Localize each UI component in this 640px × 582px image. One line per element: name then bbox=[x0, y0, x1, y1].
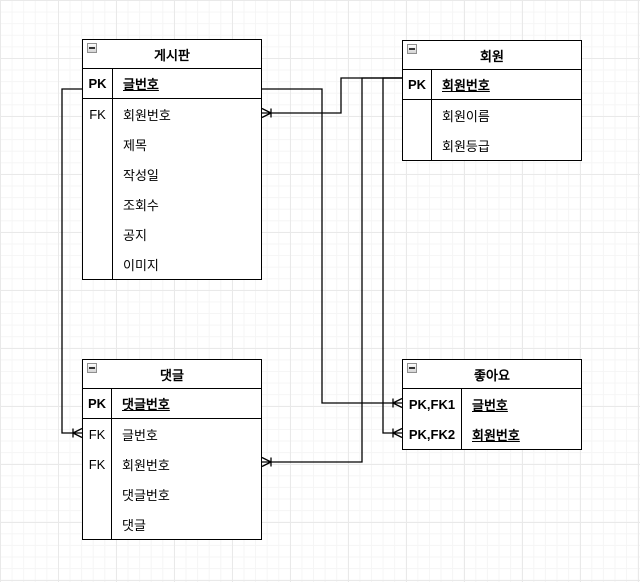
key-cell: PK bbox=[83, 389, 112, 418]
attribute-row[interactable]: PK 댓글번호 bbox=[83, 389, 261, 419]
attribute-name: 회원번호 bbox=[472, 427, 520, 443]
crowfoot-many-icon bbox=[392, 397, 403, 409]
entity-like[interactable]: 좋아요 PK,FK1 글번호 PK,FK2 회원번호 bbox=[402, 359, 582, 450]
key-cell: PK bbox=[403, 70, 432, 99]
key-cell bbox=[403, 130, 432, 160]
key-cell: PK bbox=[83, 69, 113, 98]
attribute-name: 회원번호 bbox=[123, 107, 171, 123]
relation-member-comment-connector[interactable] bbox=[261, 77, 402, 468]
minus-glyph bbox=[89, 47, 95, 49]
attribute-name: 회원이름 bbox=[442, 108, 490, 124]
entity-title: 회원 bbox=[480, 48, 504, 64]
key-cell bbox=[83, 219, 113, 249]
crowfoot-many-icon bbox=[261, 107, 272, 119]
entity-member-titlebar: 회원 bbox=[403, 41, 581, 70]
key-cell: FK bbox=[83, 419, 112, 449]
attribute-row[interactable]: 댓글번호 bbox=[83, 479, 261, 509]
key-cell bbox=[83, 189, 113, 219]
entity-board-titlebar: 게시판 bbox=[83, 40, 261, 69]
key-cell bbox=[83, 509, 112, 539]
attribute-row[interactable]: 작성일 bbox=[83, 159, 261, 189]
key-cell: FK bbox=[83, 99, 113, 129]
key-cell: PK,FK2 bbox=[403, 419, 462, 449]
key-cell bbox=[83, 129, 113, 159]
attribute-name: 이미지 bbox=[123, 257, 159, 273]
collapse-toggle-icon[interactable] bbox=[407, 44, 417, 54]
relation-member-like-connector[interactable] bbox=[382, 77, 403, 439]
attribute-row[interactable]: 회원이름 bbox=[403, 100, 581, 130]
minus-glyph bbox=[409, 48, 415, 50]
entity-member[interactable]: 회원 PK 회원번호 회원이름 회원등급 bbox=[402, 40, 582, 161]
relation-member-board-connector[interactable] bbox=[261, 77, 402, 119]
attribute-row[interactable]: FK 회원번호 bbox=[83, 99, 261, 129]
relation-board-like-connector[interactable] bbox=[262, 88, 403, 409]
attribute-name: 회원번호 bbox=[442, 78, 490, 93]
entity-board[interactable]: 게시판 PK 글번호 FK 회원번호 제목 작성일 조회수 공지 이미지 bbox=[82, 39, 262, 280]
key-cell bbox=[83, 249, 113, 279]
crowfoot-many-icon bbox=[392, 427, 403, 439]
attribute-row[interactable]: PK 글번호 bbox=[83, 69, 261, 99]
attribute-name: 조회수 bbox=[123, 197, 159, 213]
entity-title: 게시판 bbox=[154, 47, 190, 63]
attribute-name: 글번호 bbox=[123, 77, 159, 92]
collapse-toggle-icon[interactable] bbox=[407, 363, 417, 373]
attribute-row[interactable]: FK 회원번호 bbox=[83, 449, 261, 479]
entity-like-titlebar: 좋아요 bbox=[403, 360, 581, 389]
attribute-name: 글번호 bbox=[472, 397, 508, 413]
attribute-row[interactable]: FK 글번호 bbox=[83, 419, 261, 449]
attribute-name: 회원등급 bbox=[442, 138, 490, 154]
attribute-row[interactable]: PK 회원번호 bbox=[403, 70, 581, 100]
attribute-name: 댓글 bbox=[122, 517, 146, 533]
attribute-row[interactable]: 댓글 bbox=[83, 509, 261, 539]
attribute-row[interactable]: 조회수 bbox=[83, 189, 261, 219]
collapse-toggle-icon[interactable] bbox=[87, 43, 97, 53]
attribute-row[interactable]: 이미지 bbox=[83, 249, 261, 279]
minus-glyph bbox=[409, 367, 415, 369]
attribute-name: 공지 bbox=[123, 227, 147, 243]
attribute-name: 글번호 bbox=[122, 427, 158, 443]
crowfoot-many-icon bbox=[261, 456, 272, 468]
attribute-name: 댓글번호 bbox=[122, 397, 170, 412]
attribute-row[interactable]: PK,FK2 회원번호 bbox=[403, 419, 581, 449]
key-cell: FK bbox=[83, 449, 112, 479]
collapse-toggle-icon[interactable] bbox=[87, 363, 97, 373]
key-cell bbox=[403, 100, 432, 130]
minus-glyph bbox=[89, 367, 95, 369]
attribute-row[interactable]: 공지 bbox=[83, 219, 261, 249]
entity-comment-titlebar: 댓글 bbox=[83, 360, 261, 389]
attribute-row[interactable]: 제목 bbox=[83, 129, 261, 159]
crowfoot-many-icon bbox=[72, 427, 83, 439]
entity-title: 댓글 bbox=[160, 367, 184, 383]
attribute-name: 댓글번호 bbox=[122, 487, 170, 503]
key-cell: PK,FK1 bbox=[403, 389, 462, 419]
entity-title: 좋아요 bbox=[474, 367, 510, 383]
key-cell bbox=[83, 479, 112, 509]
attribute-name: 제목 bbox=[123, 137, 147, 153]
attribute-name: 회원번호 bbox=[122, 457, 170, 473]
attribute-name: 작성일 bbox=[123, 167, 159, 183]
attribute-row[interactable]: 회원등급 bbox=[403, 130, 581, 160]
attribute-row[interactable]: PK,FK1 글번호 bbox=[403, 389, 581, 419]
key-cell bbox=[83, 159, 113, 189]
entity-comment[interactable]: 댓글 PK 댓글번호 FK 글번호 FK 회원번호 댓글번호 댓글 bbox=[82, 359, 262, 540]
relation-board-comment-connector[interactable] bbox=[61, 88, 83, 439]
